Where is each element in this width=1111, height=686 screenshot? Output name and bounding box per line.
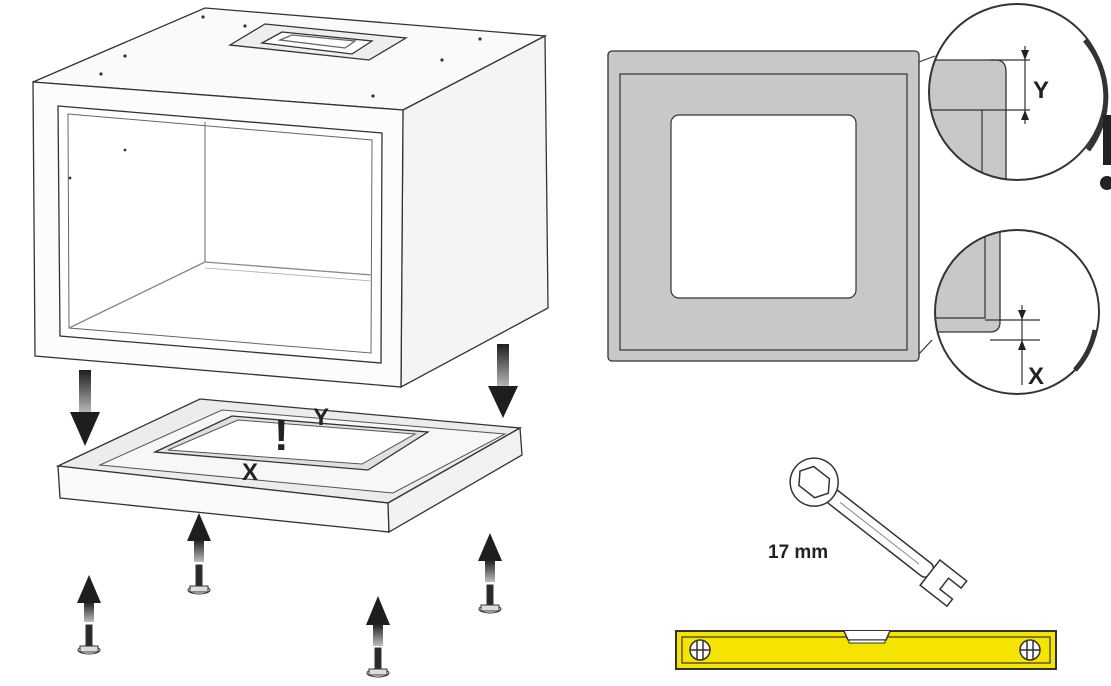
caution-icon — [1100, 115, 1111, 190]
bolt-icon — [77, 624, 101, 655]
front-panel — [607, 50, 936, 362]
plinth-label-x: X — [242, 459, 258, 486]
wrench-size-label: 17 mm — [768, 542, 828, 563]
cabinet — [32, 7, 549, 389]
plinth-label-y: Y — [313, 404, 329, 431]
magnifier-detail-x: X — [934, 229, 1100, 395]
plinth — [55, 398, 523, 534]
carry-handle — [228, 23, 409, 61]
magnifier-detail-y: Y — [928, 3, 1109, 181]
bolt-arrow-1 — [77, 575, 101, 655]
down-arrow-right — [488, 344, 518, 418]
bolt-icon — [478, 584, 502, 614]
detail-label-y: Y — [1033, 77, 1049, 104]
cabinet-opening — [57, 105, 383, 364]
plinth-caution-icon: ! — [274, 411, 289, 460]
bolt-arrow-2 — [187, 513, 211, 595]
spirit-level-icon — [675, 630, 1057, 670]
bolt-icon — [187, 564, 211, 595]
bolt-icon — [366, 647, 390, 678]
bolt-arrow-3 — [478, 533, 502, 614]
down-arrow-left — [70, 370, 100, 446]
front-panel-window — [670, 114, 857, 299]
wrench-icon — [789, 457, 968, 608]
detail-label-x: X — [1028, 363, 1044, 390]
bolt-arrow-4 — [366, 596, 390, 678]
